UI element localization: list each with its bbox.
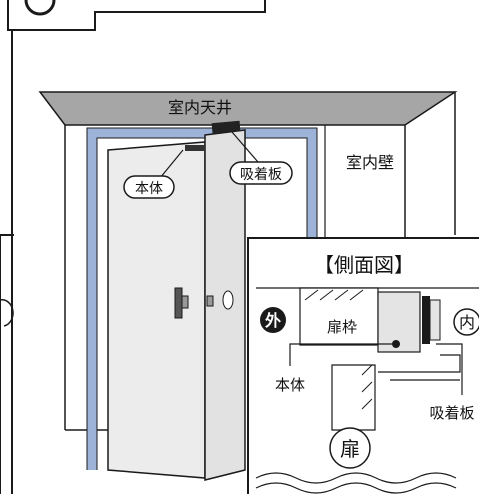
frame-label: 扉枠 bbox=[327, 318, 357, 336]
body-label: 本体 bbox=[135, 181, 163, 197]
side-plate-label: 吸着板 bbox=[429, 404, 474, 422]
door-handle-icon bbox=[174, 287, 183, 319]
plate-label: 吸着板 bbox=[240, 167, 282, 183]
inside-marker bbox=[453, 308, 479, 336]
side-view-panel: 【側面図】 外 内 扉枠 扉 bbox=[247, 237, 479, 494]
side-body-label: 本体 bbox=[275, 376, 305, 394]
side-plate bbox=[422, 296, 430, 344]
wall-label: 室内壁 bbox=[346, 153, 394, 172]
body-device bbox=[185, 145, 205, 151]
outside-label: 外 bbox=[264, 311, 281, 330]
top-callout bbox=[7, 0, 266, 31]
left-panel-fragment bbox=[0, 234, 14, 494]
outside-marker bbox=[260, 307, 286, 333]
inside-label: 内 bbox=[459, 313, 475, 332]
ceiling-label: 室内天井 bbox=[168, 98, 232, 117]
door-label: 扉 bbox=[340, 437, 360, 461]
magnet-plate-icon bbox=[211, 120, 241, 134]
ceiling bbox=[38, 91, 458, 126]
lock-knob-icon bbox=[222, 290, 234, 310]
side-view-title: 【側面図】 bbox=[314, 253, 414, 277]
